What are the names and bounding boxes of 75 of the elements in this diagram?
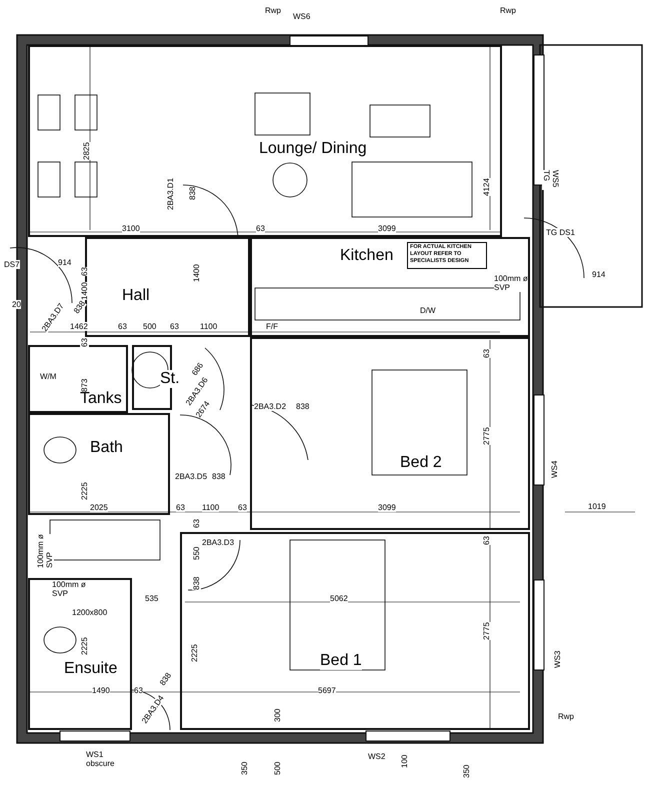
dimension-text: 2025 [90, 503, 108, 512]
door-label: DS7 [4, 260, 20, 269]
dimension-text: 914 [592, 270, 606, 279]
dimension-text: 550 [192, 546, 201, 560]
window-label: WS2 [368, 752, 386, 761]
dimension-text: 3099 [378, 224, 396, 233]
dimension-text: 350 [240, 762, 249, 775]
appliance-label: F/F [266, 322, 278, 331]
dimension-text: 500 [143, 322, 156, 331]
dimension-text: 4124 [482, 178, 491, 196]
dimension-text: 3100 [122, 224, 140, 233]
dimension-text: 100 [400, 754, 409, 768]
dimension-text: 500 [273, 762, 282, 775]
dimension-text: 838 [192, 576, 201, 590]
dimension-text: 350 [462, 764, 471, 778]
pipe-label: Rwp [558, 712, 574, 721]
dimension-text: 838 [158, 671, 174, 688]
window-label: WS6 [293, 12, 310, 21]
door-label: TG DS1 [546, 228, 575, 237]
dimension-text: 2775 [482, 622, 491, 640]
dimension-text: 1400 [80, 282, 89, 300]
dimension-text: 838 [296, 402, 310, 411]
dimension-text: 838 [188, 186, 197, 200]
dimension-text: 873 [80, 378, 89, 392]
dimension-text: 2775 [482, 427, 491, 445]
dimension-text: 1400 [192, 264, 201, 282]
door-label: 2BA3.D2 [254, 402, 286, 411]
dimension-text: 1200x800 [72, 608, 108, 617]
dimension-text: 63 [238, 503, 247, 512]
dimension-text: 686 [190, 361, 206, 378]
dimension-text: 63 [170, 322, 179, 331]
door-label: 2BA3.D5 [175, 472, 208, 481]
dimension-text: 63 [118, 322, 127, 331]
dimension-text: 5697 [318, 686, 336, 695]
window-label: WS4 [550, 460, 559, 478]
dimension-text: 1462 [70, 322, 88, 331]
dimension-text: 63 [192, 519, 201, 528]
dimension-text: 914 [58, 258, 72, 267]
dimension-text: 1019 [588, 502, 606, 511]
room-name: Lounge/ Dining [259, 140, 367, 158]
dimension-text: 1100 [202, 503, 220, 512]
room-name: Bed 1 [320, 652, 362, 670]
dimension-text: 300 [273, 708, 282, 722]
window-label: WS5 TG [542, 170, 560, 190]
pipe-label: 100mm ø SVP [36, 534, 54, 568]
dimension-text: 5062 [330, 594, 348, 603]
window-label: WS3 [553, 650, 562, 668]
dimension-text: 1490 [92, 686, 110, 695]
appliance-label: W/M [40, 372, 56, 381]
door-label: 2BA3.D1 [166, 178, 175, 210]
dimension-text: 2225 [190, 644, 199, 662]
dimension-text: 20 [12, 300, 21, 309]
dimension-text: 535 [145, 594, 158, 603]
dimension-text: 63 [482, 536, 491, 545]
dimension-text: 838 [212, 472, 226, 481]
dimension-text: 2825 [82, 142, 91, 160]
door-label: 2BA3.D3 [202, 538, 234, 547]
appliance-label: D/W [420, 306, 436, 315]
room-outline [250, 337, 530, 530]
dimension-text: 63 [80, 267, 89, 276]
dimension-text: 3099 [378, 503, 396, 512]
pipe-label: 100mm ø SVP [52, 580, 86, 598]
dimension-text: 63 [134, 686, 143, 695]
pipe-label: Rwp [500, 6, 516, 15]
dimension-text: 63 [482, 349, 491, 358]
room-outline [180, 532, 530, 730]
dimension-text: 2225 [80, 637, 89, 655]
dimension-text: 63 [80, 338, 89, 347]
room-name: St. [160, 370, 180, 388]
dimension-text: 1100 [200, 322, 218, 331]
pipe-label: Rwp [265, 6, 282, 15]
dimension-text: 63 [256, 224, 265, 233]
pipe-label: 100mm ø SVP [494, 274, 528, 292]
dimension-text: 63 [176, 503, 185, 512]
dimension-text: 2225 [80, 482, 89, 500]
